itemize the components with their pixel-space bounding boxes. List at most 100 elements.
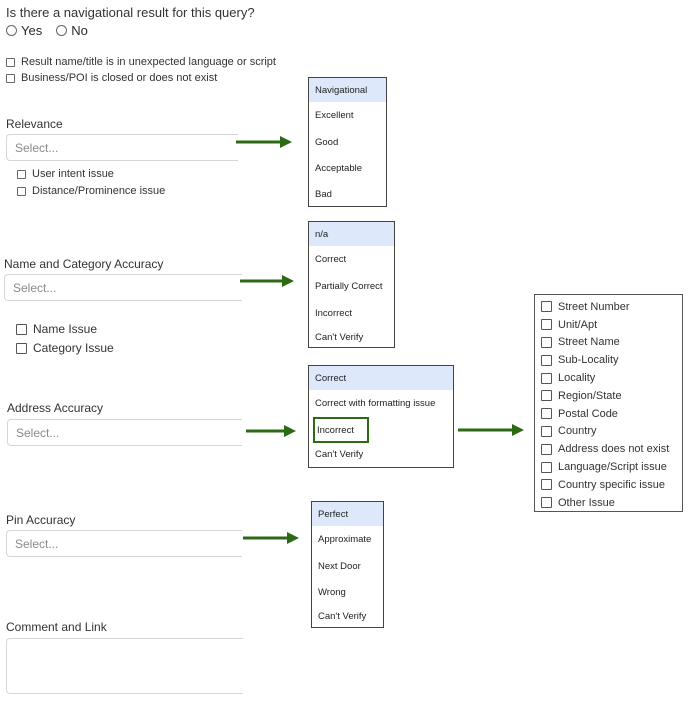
checkbox[interactable] (541, 408, 552, 420)
pin-option-next-door[interactable]: Next Door (318, 560, 361, 572)
pin-select[interactable]: Select... (6, 530, 242, 557)
address-issue-language-script[interactable]: Language/Script issue (541, 458, 682, 476)
radio-yes[interactable]: Yes (6, 23, 42, 38)
address-issue-street-name[interactable]: Street Name (541, 334, 682, 352)
name-category-option-cant-verify[interactable]: Can't Verify (315, 331, 364, 343)
category-issue-label: Category Issue (33, 341, 114, 355)
flag-unexpected-language-label: Result name/title is in unexpected langu… (21, 56, 276, 68)
pin-label: Pin Accuracy (6, 513, 76, 527)
address-issue-country-specific[interactable]: Country specific issue (541, 476, 682, 494)
issue-label: Region/State (558, 389, 622, 402)
address-issue-sub-locality[interactable]: Sub-Locality (541, 351, 682, 369)
address-issue-street-number[interactable]: Street Number (541, 298, 682, 316)
name-category-option-incorrect[interactable]: Incorrect (315, 308, 352, 319)
name-category-option-na[interactable]: n/a (309, 222, 394, 246)
address-select[interactable]: Select... (7, 419, 242, 446)
checkbox[interactable] (541, 390, 552, 402)
issue-label: Country (558, 425, 597, 438)
issue-label: Address does not exist (558, 443, 670, 456)
address-issue-does-not-exist[interactable]: Address does not exist (541, 440, 682, 458)
checkbox[interactable] (17, 169, 26, 179)
user-intent-issue-checkbox[interactable]: User intent issue (17, 168, 114, 180)
distance-prominence-issue-checkbox[interactable]: Distance/Prominence issue (17, 185, 165, 197)
issue-label: Language/Script issue (558, 461, 667, 474)
relevance-select[interactable]: Select... (6, 134, 238, 161)
pin-option-perfect[interactable]: Perfect (312, 502, 383, 526)
flag-business-closed-label: Business/POI is closed or does not exist (21, 72, 218, 84)
pin-dropdown: Perfect Approximate Next Door Wrong Can'… (311, 501, 384, 628)
issue-label: Locality (558, 372, 596, 385)
name-category-placeholder: Select... (13, 280, 57, 295)
flag-business-closed[interactable]: Business/POI is closed or does not exist (6, 72, 217, 84)
address-dropdown: Correct Correct with formatting issue In… (308, 365, 454, 468)
address-label: Address Accuracy (7, 401, 104, 415)
name-category-select[interactable]: Select... (4, 274, 242, 301)
comment-textarea[interactable] (6, 638, 243, 694)
pin-option-cant-verify[interactable]: Can't Verify (318, 611, 367, 622)
issue-label: Postal Code (558, 407, 618, 420)
checkbox[interactable] (541, 354, 552, 366)
relevance-placeholder: Select... (15, 140, 59, 155)
checkbox[interactable] (6, 73, 15, 83)
radio-no-label: No (71, 23, 88, 38)
address-option-correct-formatting[interactable]: Correct with formatting issue (315, 398, 436, 409)
issue-label: Unit/Apt (558, 318, 598, 331)
address-issue-unit-apt[interactable]: Unit/Apt (541, 316, 682, 334)
relevance-option-navigational[interactable]: Navigational (309, 78, 386, 102)
navigational-question: Is there a navigational result for this … (6, 5, 255, 20)
relevance-option-good[interactable]: Good (315, 136, 339, 148)
address-option-cant-verify[interactable]: Can't Verify (315, 448, 364, 460)
relevance-option-acceptable[interactable]: Acceptable (315, 163, 363, 174)
checkbox[interactable] (541, 443, 552, 455)
name-category-label: Name and Category Accuracy (4, 257, 164, 271)
checkbox[interactable] (541, 497, 552, 509)
address-option-correct[interactable]: Correct (309, 366, 453, 390)
radio-no-circle[interactable] (56, 25, 68, 36)
issue-label: Country specific issue (558, 478, 665, 491)
name-category-option-correct[interactable]: Correct (315, 254, 347, 265)
checkbox[interactable] (6, 57, 15, 67)
checkbox[interactable] (541, 372, 552, 384)
address-option-incorrect[interactable]: Incorrect (313, 417, 369, 443)
arrow-right-icon (458, 424, 524, 436)
checkbox[interactable] (541, 425, 552, 437)
issue-label: Other Issue (558, 496, 615, 509)
address-issue-postal-code[interactable]: Postal Code (541, 405, 682, 423)
issue-label: Street Number (558, 300, 630, 313)
checkbox[interactable] (541, 479, 552, 491)
name-issue-label: Name Issue (33, 322, 98, 336)
radio-no[interactable]: No (56, 23, 88, 38)
checkbox[interactable] (541, 319, 552, 331)
name-category-dropdown: n/a Correct Partially Correct Incorrect … (308, 221, 395, 348)
pin-option-wrong[interactable]: Wrong (318, 587, 346, 598)
arrow-right-icon (246, 425, 296, 437)
address-issue-other[interactable]: Other Issue (541, 494, 682, 512)
arrow-right-icon (236, 136, 292, 148)
address-issue-list: Street Number Unit/Apt Street Name Sub-L… (534, 294, 683, 512)
checkbox[interactable] (16, 342, 27, 354)
radio-yes-label: Yes (21, 23, 43, 38)
user-intent-issue-label: User intent issue (32, 168, 114, 180)
arrow-right-icon (243, 532, 299, 544)
checkbox[interactable] (541, 301, 552, 313)
category-issue-checkbox[interactable]: Category Issue (16, 341, 114, 355)
name-category-option-partially-correct[interactable]: Partially Correct (315, 281, 383, 292)
address-issue-locality[interactable]: Locality (541, 369, 682, 387)
pin-placeholder: Select... (15, 536, 59, 551)
address-issue-country[interactable]: Country (541, 423, 682, 441)
relevance-option-excellent[interactable]: Excellent (315, 110, 354, 121)
checkbox[interactable] (17, 186, 26, 196)
address-placeholder: Select... (16, 425, 60, 440)
pin-option-approximate[interactable]: Approximate (318, 534, 372, 545)
name-issue-checkbox[interactable]: Name Issue (16, 322, 97, 336)
issue-label: Sub-Locality (558, 354, 619, 367)
arrow-right-icon (240, 275, 294, 287)
checkbox[interactable] (16, 323, 27, 335)
comment-label: Comment and Link (6, 620, 107, 634)
relevance-option-bad[interactable]: Bad (315, 188, 332, 200)
checkbox[interactable] (541, 461, 552, 473)
radio-yes-circle[interactable] (6, 25, 17, 36)
address-issue-region-state[interactable]: Region/State (541, 387, 682, 405)
flag-unexpected-language[interactable]: Result name/title is in unexpected langu… (6, 56, 276, 68)
checkbox[interactable] (541, 336, 552, 348)
